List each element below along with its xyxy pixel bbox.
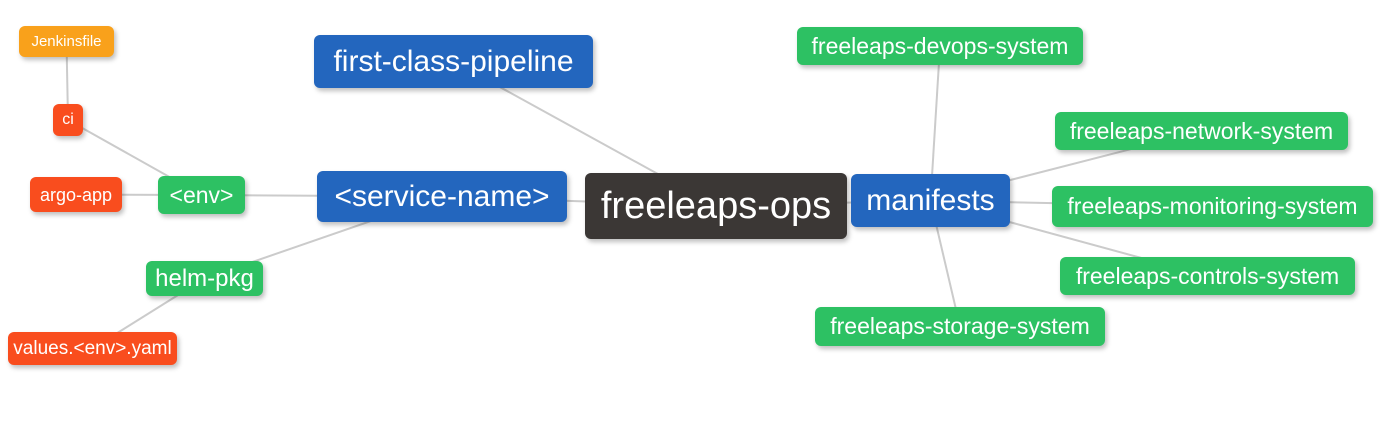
mindmap-node-service-name[interactable]: <service-name> — [317, 171, 567, 222]
mindmap-node-first-class-pipeline[interactable]: first-class-pipeline — [314, 35, 593, 88]
mindmap-node-values-env-yaml[interactable]: values.<env>.yaml — [8, 332, 177, 365]
mindmap-node-monitoring-system[interactable]: freeleaps-monitoring-system — [1052, 186, 1373, 227]
mindmap-node-storage-system[interactable]: freeleaps-storage-system — [815, 307, 1105, 346]
mindmap-node-ci[interactable]: ci — [53, 104, 83, 136]
mindmap-node-manifests[interactable]: manifests — [851, 174, 1010, 227]
mindmap-node-argo-app[interactable]: argo-app — [30, 177, 122, 212]
mindmap-node-helm-pkg[interactable]: helm-pkg — [146, 261, 263, 296]
mindmap-node-freeleaps-ops[interactable]: freeleaps-ops — [585, 173, 847, 239]
mindmap-node-controls-system[interactable]: freeleaps-controls-system — [1060, 257, 1355, 295]
mindmap-node-network-system[interactable]: freeleaps-network-system — [1055, 112, 1348, 150]
mindmap-node-jenkinsfile[interactable]: Jenkinsfile — [19, 26, 114, 57]
mindmap-node-env[interactable]: <env> — [158, 176, 245, 214]
mindmap-node-devops-system[interactable]: freeleaps-devops-system — [797, 27, 1083, 65]
